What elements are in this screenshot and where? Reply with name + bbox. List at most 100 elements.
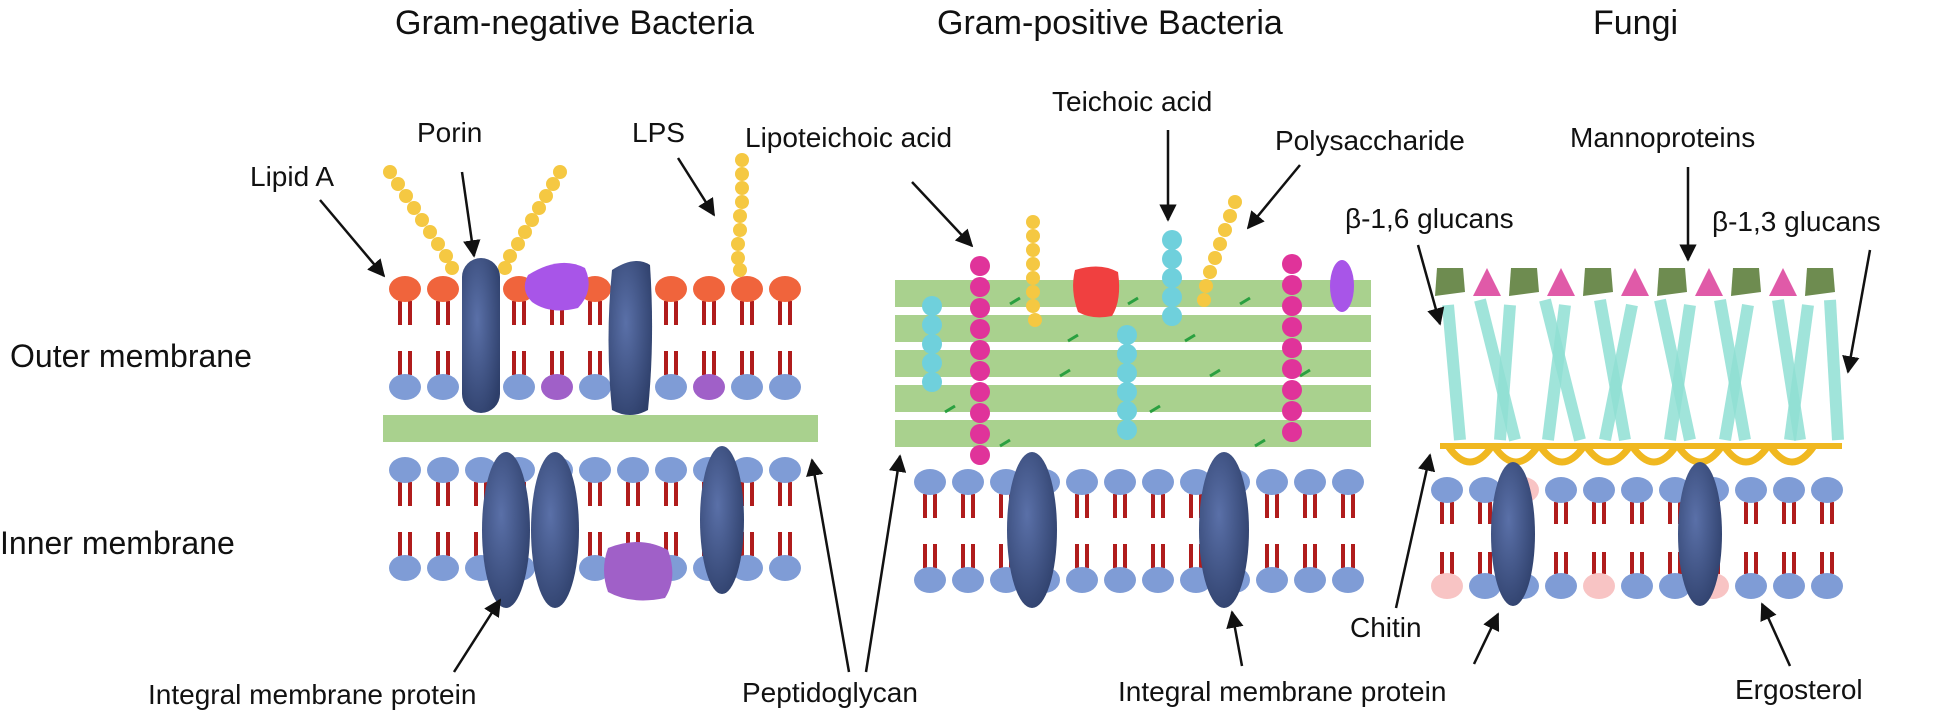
lipid-head (1066, 469, 1098, 495)
chitin-fiber (1675, 443, 1725, 466)
arrow-chitin-2 (1472, 612, 1500, 665)
crosslink (1127, 296, 1139, 306)
teichoic-bead (1282, 254, 1302, 274)
crosslink (1239, 296, 1251, 306)
teichoic-bead (1282, 380, 1302, 400)
lps-bead (407, 201, 421, 215)
lps-bead (731, 237, 745, 251)
lipid-head (427, 374, 459, 400)
phospholipid (769, 276, 801, 400)
purple-protein (524, 262, 589, 311)
mannoprotein-green (1583, 268, 1613, 296)
cyan-bead (1162, 268, 1182, 288)
crosslink (999, 438, 1011, 448)
lipid-head (617, 457, 649, 483)
lipid-head (914, 567, 946, 593)
lps-bead (498, 261, 512, 275)
phospholipid (1735, 477, 1767, 599)
lipoteichoic-bead (970, 382, 990, 402)
lipid-head (503, 374, 535, 400)
arrow-integral-gn (452, 598, 502, 673)
lps-bead (503, 249, 517, 263)
integral-protein-gp (1199, 452, 1249, 608)
lps-bead (383, 165, 397, 179)
lipid-head (952, 469, 984, 495)
lps-bead (731, 251, 745, 265)
lipid-head (655, 276, 687, 302)
label-integral-membrane-protein-gp: Integral membrane protein (1118, 676, 1447, 707)
polysaccharide-bead (1026, 257, 1040, 271)
lps-bead (733, 209, 747, 223)
lipid-head (1142, 567, 1174, 593)
teichoic-bead (1282, 359, 1302, 379)
mannoprotein-green (1805, 268, 1835, 296)
chitin-fiber (1445, 443, 1495, 466)
lipoteichoic-bead (970, 340, 990, 360)
phospholipid (693, 276, 725, 400)
porin-protein (462, 258, 500, 413)
cyan-bead (1117, 382, 1137, 402)
lipid-head (1811, 573, 1843, 599)
lipid-head (1545, 573, 1577, 599)
lipid-head (655, 374, 687, 400)
phospholipid (1142, 469, 1174, 593)
mannoprotein-pink (1769, 268, 1797, 296)
mannoprotein-green (1435, 268, 1465, 296)
lipid-head (579, 457, 611, 483)
phospholipid (389, 457, 421, 581)
phospholipid (1621, 477, 1653, 599)
crosslink (1184, 333, 1196, 343)
crosslink (944, 404, 956, 414)
lipid-head (1332, 567, 1364, 593)
integral-protein-fungi (1491, 462, 1535, 606)
arrow-lipid-a (319, 199, 386, 278)
polysaccharide-bead (1223, 209, 1237, 223)
phospholipid (655, 276, 687, 400)
cyan-bead (1162, 287, 1182, 307)
peripheral-protein (604, 541, 673, 601)
lps-bead (735, 195, 749, 209)
polysaccharide-bead (1026, 243, 1040, 257)
lipid-head (952, 567, 984, 593)
cyan-bead (922, 315, 942, 335)
label-polysaccharide: Polysaccharide (1275, 125, 1465, 156)
integral-protein-fungi (1678, 462, 1722, 606)
lps-bead (735, 167, 749, 181)
arrow-peptidoglycan-gp (864, 454, 907, 673)
cyan-bead (1162, 230, 1182, 250)
lipid-head (1332, 469, 1364, 495)
cyan-bead (922, 353, 942, 373)
lipoteichoic-bead (970, 361, 990, 381)
phospholipid (1583, 477, 1615, 599)
phospholipid (1332, 469, 1364, 593)
chitin-fiber (1629, 443, 1679, 466)
teichoic-bead (1282, 275, 1302, 295)
lipid-head (389, 555, 421, 581)
arrow-porin (460, 171, 481, 258)
lipid-head (655, 457, 687, 483)
mannoprotein-pink (1473, 268, 1501, 296)
cyan-bead (1117, 420, 1137, 440)
lipoteichoic-bead (970, 298, 990, 318)
label-integral-membrane-protein-gn: Integral membrane protein (148, 679, 477, 710)
chitin-fiber (1767, 443, 1817, 466)
crosslink (1009, 296, 1021, 306)
integral-protein (482, 452, 530, 608)
lipid-head (1811, 477, 1843, 503)
arrow-peptidoglycan-gn (806, 458, 851, 673)
lps-bead (553, 165, 567, 179)
lipid-head (1735, 477, 1767, 503)
lipid-head (541, 374, 573, 400)
title-gram-positive: Gram-positive Bacteria (937, 4, 1283, 42)
lps-bead (539, 189, 553, 203)
lipoteichoic-bead (970, 403, 990, 423)
chitin-fiber (1491, 443, 1541, 466)
title-fungi: Fungi (1593, 4, 1679, 42)
phospholipid (1545, 477, 1577, 599)
phospholipid (1469, 477, 1501, 599)
glucan-rod (1474, 298, 1521, 442)
phospholipid (1256, 469, 1288, 593)
lipoteichoic-bead (970, 256, 990, 276)
cyan-bead (1117, 325, 1137, 345)
lipid-head (731, 276, 763, 302)
